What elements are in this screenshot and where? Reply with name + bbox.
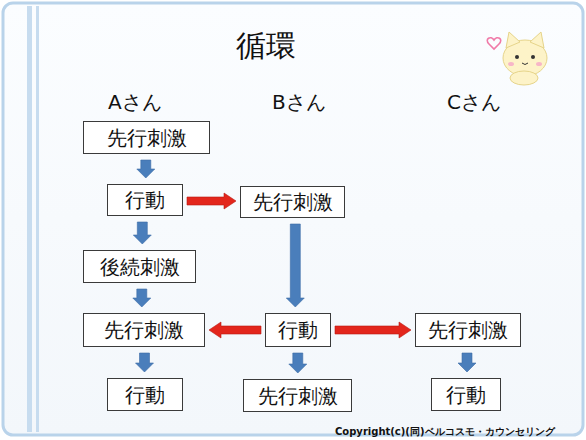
blue-block-arrow	[133, 222, 151, 244]
blue-block-arrow	[137, 160, 155, 178]
process-box: 先行刺激	[240, 186, 345, 218]
column-header: Aさん	[108, 89, 162, 116]
process-box: 後続刺激	[83, 250, 196, 283]
process-box: 先行刺激	[243, 379, 352, 412]
cat-illustration	[487, 32, 547, 85]
slide-title: 循環	[236, 26, 296, 67]
red-block-arrow	[335, 322, 411, 338]
box-text: 行動	[125, 190, 165, 210]
box-text: 行動	[446, 385, 486, 405]
blue-block-arrow	[136, 353, 154, 372]
process-box: 行動	[107, 184, 183, 216]
blue-block-arrow	[289, 353, 307, 373]
frame-border	[3, 3, 583, 435]
box-text: 先行刺激	[258, 386, 338, 406]
frame-bar	[27, 6, 32, 432]
column-header: Cさん	[447, 89, 501, 116]
process-box: 行動	[265, 313, 331, 347]
process-box: 先行刺激	[83, 121, 210, 154]
box-text: 後続刺激	[100, 257, 180, 277]
red-block-arrow	[209, 322, 261, 338]
box-text: 先行刺激	[104, 320, 184, 340]
column-header: Bさん	[272, 89, 326, 116]
box-text: 先行刺激	[107, 128, 187, 148]
process-box: 先行刺激	[415, 313, 521, 347]
process-box: 先行刺激	[83, 313, 205, 347]
blue-block-arrow	[133, 289, 151, 307]
blue-block-arrow	[458, 353, 476, 372]
process-box: 行動	[107, 378, 183, 411]
box-text: 先行刺激	[253, 192, 333, 212]
box-text: 先行刺激	[428, 320, 508, 340]
frame-bar	[36, 6, 39, 432]
copyright-note: Copyright(c)(同)ベルコスモ・カウンセリング	[335, 425, 555, 439]
box-text: 行動	[125, 385, 165, 405]
red-block-arrow	[187, 193, 236, 209]
blue-block-arrow	[286, 224, 304, 307]
process-box: 行動	[431, 378, 501, 411]
box-text: 行動	[278, 320, 318, 340]
